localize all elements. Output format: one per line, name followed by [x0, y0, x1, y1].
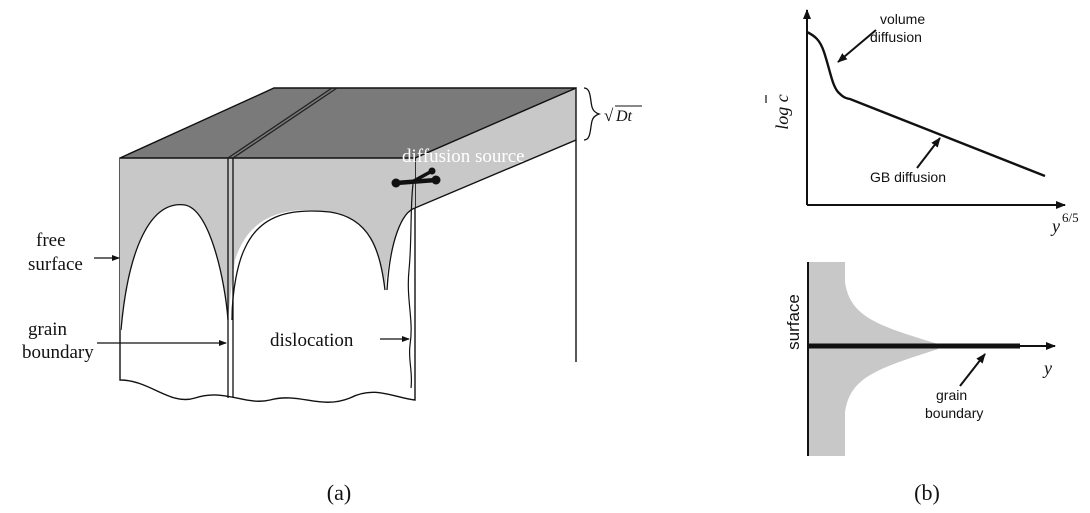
gb-profile-label-line1: grain	[936, 387, 967, 403]
depth-brace	[583, 87, 602, 141]
plot-xlabel-exponent: 6/5	[1062, 210, 1079, 225]
panel-a-diagram: diffusion source √ Dt free surface grain…	[22, 86, 642, 505]
block-right-face	[410, 88, 576, 400]
free-surface-label-line1: free	[36, 230, 66, 251]
block-front-face	[119, 157, 416, 403]
plot-ylabel: log c	[772, 94, 792, 130]
grain-boundary-label-line1: grain	[28, 319, 68, 340]
diffusion-profile-shape	[808, 262, 938, 456]
block-top-face	[119, 87, 577, 159]
dislocation-line	[407, 183, 414, 389]
gb-profile-arrow	[959, 353, 986, 387]
plot-xlabel-base: y	[1050, 216, 1060, 236]
panel-b-plot: log c y 6/5 volume diffusion GB diffusio…	[765, 9, 1079, 236]
gb-diffusion-label: GB diffusion	[870, 169, 946, 185]
diffusion-front-line-2	[231, 210, 386, 321]
free-surface-label-line2: surface	[28, 254, 83, 275]
gb-diffusion-arrow	[916, 137, 941, 169]
panel-b-profile: surface y grain boundary (b)	[784, 262, 1056, 505]
volume-diffusion-label-line1: volume	[880, 11, 925, 27]
sqrt-symbol: √	[604, 106, 614, 125]
grain-boundary-top	[227, 87, 338, 159]
sqrt-argument: Dt	[615, 108, 633, 125]
grain-boundary-front	[227, 158, 234, 398]
diffused-region	[120, 158, 415, 330]
concentration-curve	[806, 30, 1046, 178]
surface-label: surface	[784, 294, 803, 350]
dislocation-label: dislocation	[270, 330, 354, 351]
diffusion-source-label: diffusion source	[402, 146, 525, 167]
grain-boundary-label-line2: boundary	[22, 342, 94, 363]
panel-a-caption: (a)	[327, 480, 351, 505]
profile-axis-label: y	[1042, 358, 1052, 378]
diffusion-source-marker	[391, 167, 441, 188]
panel-b-caption: (b)	[914, 480, 940, 505]
volume-diffusion-arrow	[837, 29, 877, 63]
volume-diffusion-label-line2: diffusion	[870, 29, 922, 45]
gb-profile-label-line2: boundary	[925, 405, 983, 421]
diffusion-front-line	[120, 204, 229, 331]
